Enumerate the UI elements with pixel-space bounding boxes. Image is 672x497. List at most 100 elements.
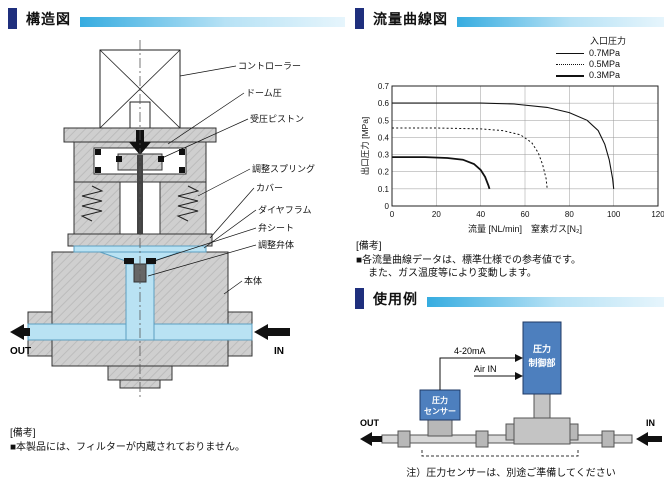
svg-text:0: 0 [390,210,395,219]
seal [95,149,101,155]
in-arrow [636,432,662,446]
valve-body [513,417,571,445]
structure-diagram: OUT IN コントローラー ドーム圧 受圧ピストン 調整スプリング カバー ダ… [10,40,315,398]
out-arrow [360,432,382,446]
pressure-controller-label: 制御部 [528,357,555,368]
usage-section-title: 使用例 [373,290,418,307]
label-dome-pressure: ドーム圧 [246,88,282,98]
pressure-controller-box: 圧力 制御部 [522,321,562,395]
sensor-mount [427,419,453,437]
valve-flange [505,423,515,441]
header-accent-block [8,8,17,29]
svg-text:40: 40 [476,210,485,219]
svg-text:20: 20 [432,210,441,219]
label-body: 本体 [244,275,262,286]
label-valve-plug: 調整弁体 [258,239,294,250]
flow-channel-out [27,323,127,341]
signal-line [439,357,516,390]
pressure-sensor-label: 圧力 [432,395,448,405]
svg-text:80: 80 [565,210,574,219]
in-arrow [254,324,290,340]
out-arrow [10,324,30,340]
legend-title: 入口圧力 [590,36,627,46]
valve-seat-shape [146,258,156,264]
signal-arrowhead [515,354,523,362]
legend-item: 0.5MPa [556,59,666,70]
svg-text:0.4: 0.4 [378,133,390,142]
svg-text:0.1: 0.1 [378,185,390,194]
in-label: IN [274,346,284,357]
air-in-label: Air IN [474,364,497,374]
leader-lines [147,65,257,295]
header-accent-bar [457,17,664,27]
legend-item: 0.7MPa [556,48,666,59]
legend-label: 0.3MPa [589,70,621,80]
header-accent-block [355,8,364,29]
out-label: OUT [360,418,380,428]
flow-note: [備考] ■各流量曲線データは、標準仕様での参考値です。 また、ガス温度等により… [356,240,581,281]
svg-text:0.3: 0.3 [378,151,390,160]
pressure-controller-label: 圧力 [533,343,551,354]
svg-text:60: 60 [521,210,530,219]
seal [158,156,164,162]
svg-text:0.5: 0.5 [378,116,390,125]
structure-section-title: 構造図 [26,10,71,27]
legend-line-sample [556,74,584,77]
label-controller: コントローラー [238,61,301,71]
header-accent-block [355,288,364,309]
out-label: OUT [10,346,31,357]
air-in-arrowhead [515,372,523,380]
header-accent-bar [80,17,345,27]
flow-note-line1: ■各流量曲線データは、標準仕様での参考値です。 [356,254,582,266]
legend-item: 0.3MPa [556,70,666,81]
in-label: IN [646,418,655,428]
valve-flange [569,423,579,441]
usage-diagram: 圧力 制御部 圧力 センサー 4-20mA Air IN OUT IN [360,321,662,457]
spring-left [80,185,104,222]
svg-text:出口圧力 [MPa]: 出口圧力 [MPa] [360,117,370,176]
usage-section-header: 使用例 [355,288,664,309]
usage-note: 注）圧力センサーは、別途ご準備してください [406,468,616,479]
seal [179,149,185,155]
flow-section-title: 流量曲線図 [373,10,448,27]
svg-text:0.2: 0.2 [378,168,390,177]
seal [95,167,101,173]
svg-text:0: 0 [385,202,390,211]
pressure-sensor-label: センサー [424,407,456,416]
svg-text:100: 100 [607,210,621,219]
structure-note-text: ■本製品には、フィルターが内蔵されておりません。 [10,441,245,453]
label-piston: 受圧ピストン [250,113,304,124]
structure-section-header: 構造図 [8,8,345,29]
flow-section-header: 流量曲線図 [355,8,664,29]
seal [179,167,185,173]
legend-line-sample [556,64,584,65]
label-diaphragm: ダイヤフラム [258,204,311,215]
pipe-coupling [601,430,615,448]
pressure-sensor-box: 圧力 センサー [419,389,461,421]
pipe-coupling [397,430,411,448]
svg-text:0.6: 0.6 [378,99,390,108]
seal [116,156,122,162]
legend-label: 0.7MPa [589,48,621,58]
legend-label: 0.5MPa [589,59,621,69]
header-accent-bar [427,297,664,307]
flow-note-title: [備考] [356,241,382,252]
label-spring: 調整スプリング [252,163,315,174]
label-valve-seat: 弁シート [258,222,294,233]
chart-x-axis-label: 流量 [NL/min] 窒素ガス[N₂] [467,224,582,234]
structure-note: [備考] ■本製品には、フィルターが内蔵されておりません。 [10,427,245,454]
valve-seat-shape [124,258,134,264]
pipe-coupling [475,430,489,448]
legend-line-sample [556,53,584,54]
signal-label: 4-20mA [454,346,486,356]
flow-note-line2: また、ガス温度等により変動します。 [368,268,537,279]
grouping-bracket [421,450,579,457]
spring-right [176,185,200,222]
structure-note-title: [備考] [10,428,36,439]
flow-channel-in [153,323,253,341]
svg-text:0.7: 0.7 [378,82,390,91]
